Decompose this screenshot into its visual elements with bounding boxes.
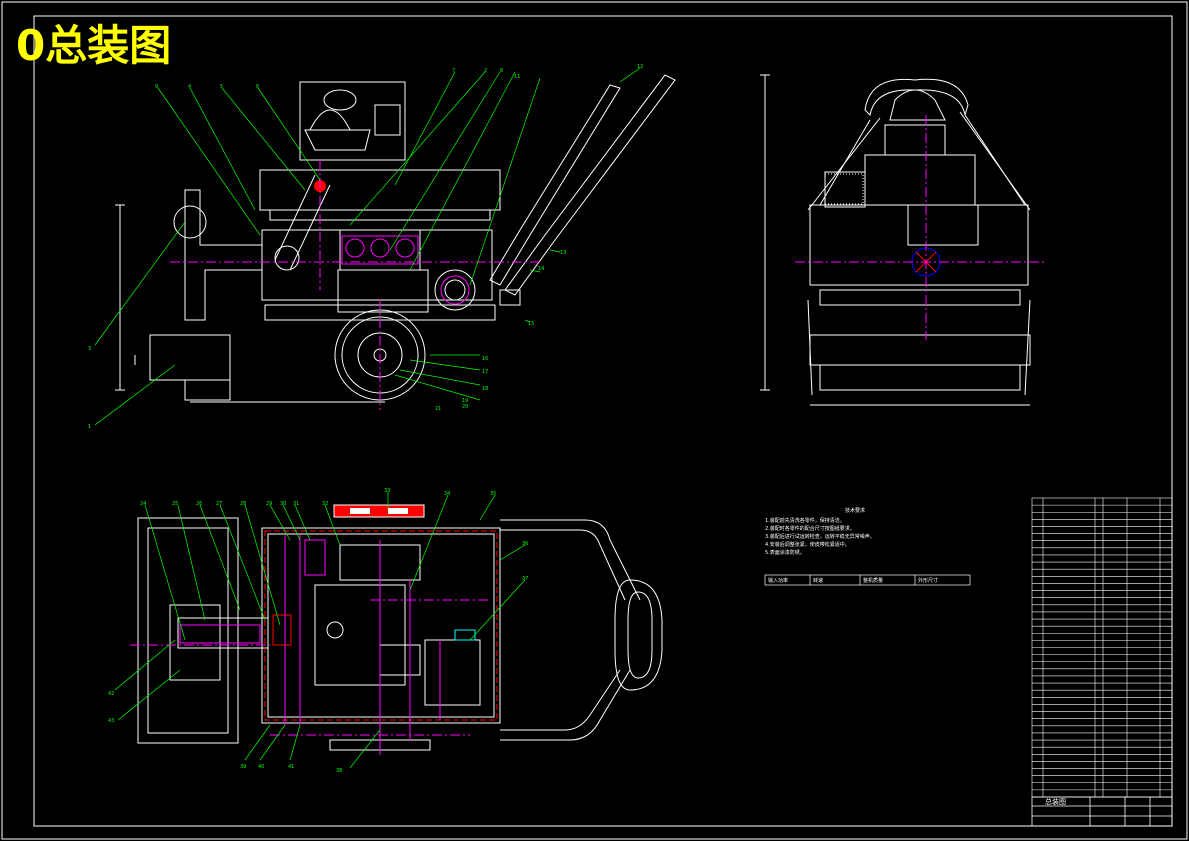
frame-border (33, 15, 1173, 827)
svg-text:5.表面涂漆防锈。: 5.表面涂漆防锈。 (765, 549, 805, 556)
parts-list (1031, 497, 1173, 798)
svg-text:34: 34 (444, 491, 450, 497)
svg-text:27: 27 (216, 501, 222, 507)
svg-text:16: 16 (482, 356, 488, 362)
plan-view-accents (130, 504, 498, 755)
svg-text:43: 43 (108, 718, 114, 724)
plan-view-leaders (114, 492, 526, 769)
svg-text:18: 18 (482, 386, 488, 392)
svg-text:输入功率: 输入功率 (768, 577, 788, 584)
svg-text:3: 3 (88, 346, 91, 352)
spec-table (764, 574, 971, 586)
svg-text:26: 26 (196, 501, 202, 507)
svg-text:4: 4 (188, 84, 191, 90)
front-view-accents (170, 160, 540, 410)
front-view-callout-numbers: 9 4 5 6 7 2 8 11 12 13 14 15 16 17 18 19… (88, 64, 643, 430)
svg-text:7: 7 (452, 68, 455, 74)
svg-text:15: 15 (528, 321, 534, 327)
svg-text:19: 19 (462, 398, 468, 404)
svg-text:4.安装后调整张紧，使皮带松紧适中。: 4.安装后调整张紧，使皮带松紧适中。 (765, 541, 850, 548)
side-view (760, 74, 1031, 406)
drawing-title: 0总装图 (16, 21, 171, 70)
svg-text:42: 42 (108, 691, 114, 697)
svg-text:14: 14 (538, 266, 544, 272)
svg-text:39: 39 (240, 764, 246, 770)
svg-text:1: 1 (88, 424, 91, 430)
technical-requirements: 技术要求 1.装配前先清洗各零件，保持清洁。 2.装配时各零件的配合尺寸按图纸要… (765, 507, 875, 556)
side-view-accents (795, 115, 1045, 340)
svg-text:38: 38 (336, 768, 342, 774)
tech-req-title: 技术要求 (845, 507, 865, 514)
svg-text:36: 36 (522, 541, 528, 547)
svg-text:3.装配后进行试运转检查，运转平稳无异常噪声。: 3.装配后进行试运转检查，运转平稳无异常噪声。 (765, 533, 875, 540)
svg-text:31: 31 (293, 501, 299, 507)
svg-text:9: 9 (155, 84, 158, 90)
svg-text:25: 25 (172, 501, 178, 507)
svg-text:8: 8 (500, 68, 503, 74)
svg-text:35: 35 (490, 491, 496, 497)
front-view (115, 74, 676, 403)
svg-text:转速: 转速 (813, 577, 823, 584)
svg-text:17: 17 (482, 369, 488, 375)
svg-text:整机质量: 整机质量 (863, 577, 883, 584)
svg-text:13: 13 (560, 250, 566, 256)
svg-text:32: 32 (322, 501, 328, 507)
svg-text:6: 6 (256, 84, 259, 90)
svg-text:28: 28 (240, 501, 246, 507)
svg-text:1.装配前先清洗各零件，保持清洁。: 1.装配前先清洗各零件，保持清洁。 (765, 517, 845, 524)
svg-text:外形尺寸: 外形尺寸 (918, 577, 938, 584)
svg-text:20: 20 (462, 404, 468, 410)
svg-text:29: 29 (266, 501, 272, 507)
svg-text:41: 41 (288, 764, 294, 770)
spec-table-labels: 输入功率 转速 整机质量 外形尺寸 (768, 577, 938, 584)
svg-text:40: 40 (258, 764, 264, 770)
title-block (1031, 796, 1173, 827)
svg-text:5: 5 (220, 84, 223, 90)
front-view-leaders (94, 67, 641, 426)
svg-text:11: 11 (514, 74, 520, 80)
plan-view (137, 517, 663, 751)
svg-text:33: 33 (384, 488, 390, 494)
svg-text:2: 2 (484, 68, 487, 74)
title-block-name: 总装图 (1045, 797, 1066, 806)
svg-text:12: 12 (637, 64, 643, 70)
svg-text:30: 30 (280, 501, 286, 507)
plan-view-callout-numbers: 24 25 26 27 28 29 30 31 32 33 34 35 36 3… (108, 488, 528, 774)
svg-text:21: 21 (435, 406, 441, 412)
svg-text:37: 37 (522, 576, 528, 582)
svg-text:2.装配时各零件的配合尺寸按图纸要求。: 2.装配时各零件的配合尺寸按图纸要求。 (765, 525, 855, 532)
svg-text:24: 24 (140, 501, 146, 507)
